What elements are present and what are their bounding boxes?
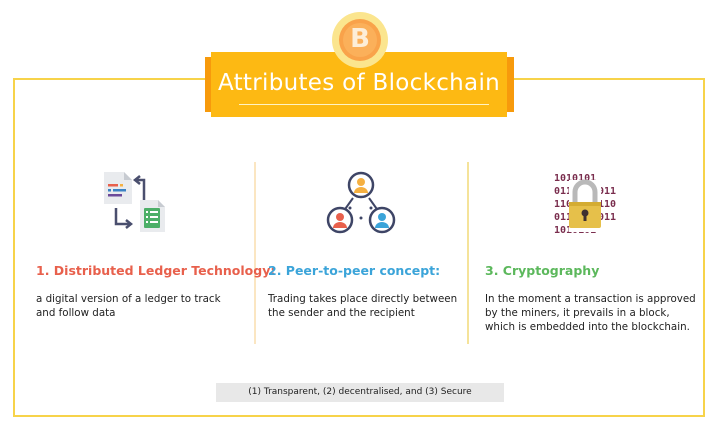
svg-text:011: 011 xyxy=(554,212,572,223)
description-line: the sender and the recipient xyxy=(268,307,415,319)
attribute-description: Trading takes place directly between the… xyxy=(268,292,463,320)
column-divider xyxy=(254,162,256,344)
bitcoin-icon: B xyxy=(332,12,388,68)
page-title: Attributes of Blockchain xyxy=(217,70,501,96)
svg-text:110: 110 xyxy=(598,199,616,210)
summary-footnote: (1) Transparent, (2) decentralised, and … xyxy=(216,383,504,402)
attribute-title: 2. Peer-to-peer concept: xyxy=(268,263,441,278)
banner-flap-right xyxy=(506,57,514,112)
svg-text:011: 011 xyxy=(554,186,572,197)
svg-text:1010101: 1010101 xyxy=(554,173,596,184)
svg-text:011: 011 xyxy=(598,186,616,197)
description-line: a digital version of a ledger to track xyxy=(36,293,221,305)
peer-network-icon xyxy=(326,171,396,234)
ledger-documents-exchange-icon xyxy=(104,172,165,232)
column-divider xyxy=(467,162,469,344)
attribute-cryptography: 3. Cryptography In the moment a transact… xyxy=(485,263,700,334)
description-line: which is embedded into the blockchain. xyxy=(485,321,690,333)
attribute-description: a digital version of a ledger to track a… xyxy=(36,292,246,320)
title-banner: Attributes of Blockchain xyxy=(211,52,507,117)
bitcoin-symbol: B xyxy=(350,24,370,54)
description-line: Trading takes place directly between xyxy=(268,293,458,305)
attribute-title: 3. Cryptography xyxy=(485,263,600,278)
attribute-peer-to-peer: 2. Peer-to-peer concept: Trading takes p… xyxy=(268,263,463,320)
attribute-title: 1. Distributed Ledger Technology: xyxy=(36,263,276,278)
description-line: In the moment a transaction is approved xyxy=(485,293,696,305)
banner-flap-left xyxy=(205,57,213,112)
svg-text:110: 110 xyxy=(554,199,572,210)
svg-text:011: 011 xyxy=(598,212,616,223)
title-underline xyxy=(239,104,489,105)
content-frame xyxy=(13,78,705,417)
attribute-description: In the moment a transaction is approved … xyxy=(485,292,700,334)
description-line: by the miners, it prevails in a block, xyxy=(485,307,670,319)
description-line: and follow data xyxy=(36,307,116,319)
attribute-distributed-ledger: 1. Distributed Ledger Technology: a digi… xyxy=(36,263,276,320)
